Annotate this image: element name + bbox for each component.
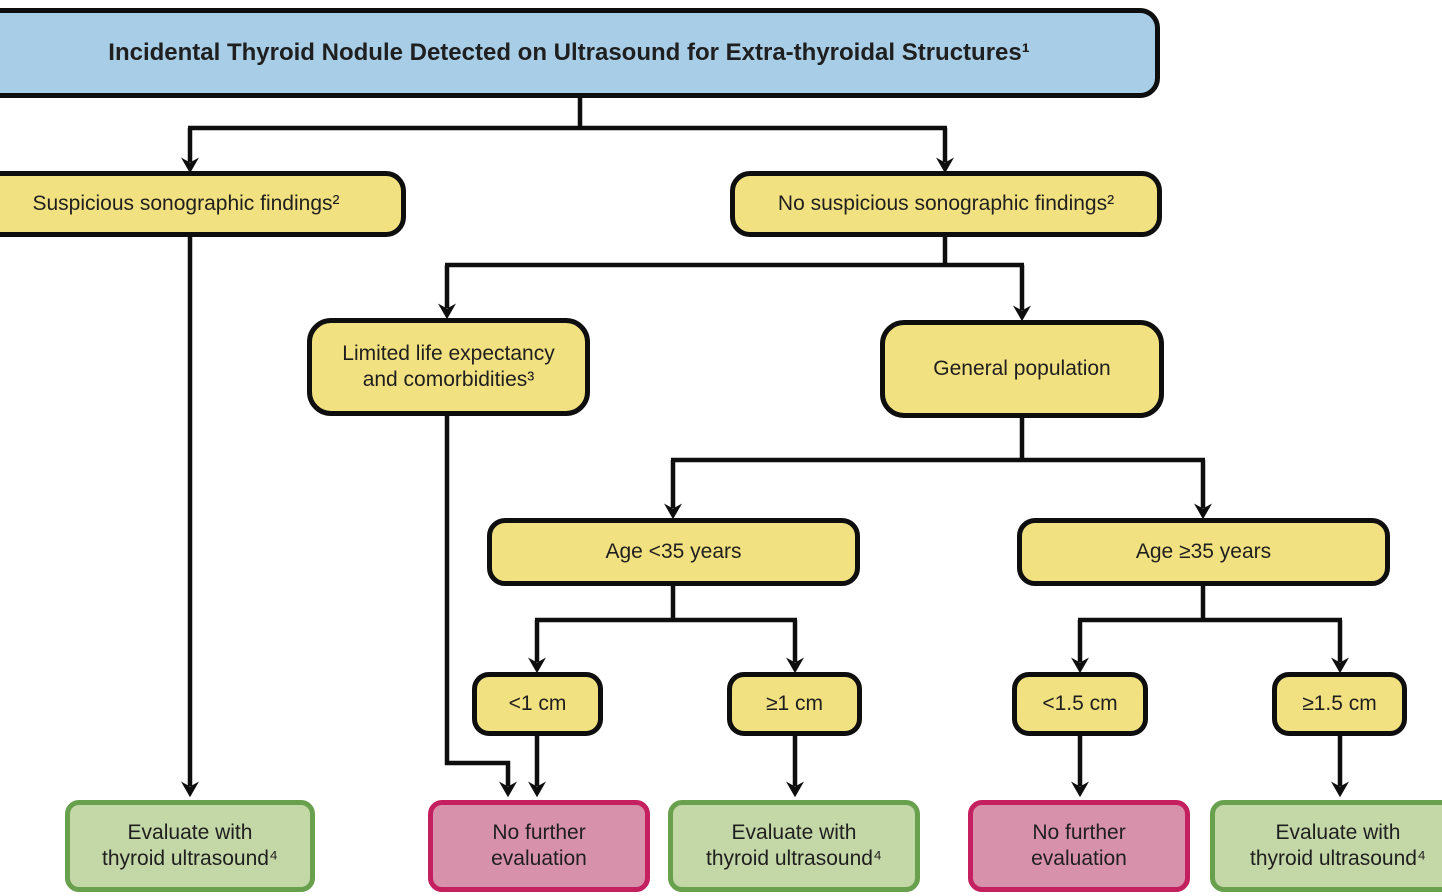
node-outcome-no-further-evaluation-1: No further evaluation xyxy=(428,800,650,892)
node-general-population-label: General population xyxy=(933,356,1111,380)
node-under-1-5cm: <1.5 cm xyxy=(1012,672,1148,736)
node-outcome-evaluate-ultrasound-3: Evaluate with thyroid ultrasound⁴ xyxy=(1210,800,1442,892)
node-under-1cm-label: <1 cm xyxy=(508,691,567,715)
node-1-5cm-and-over-label: ≥1.5 cm xyxy=(1302,691,1377,715)
node-under-1cm: <1 cm xyxy=(472,672,603,736)
node-outcome-evaluate-ultrasound-1-label: Evaluate with thyroid ultrasound⁴ xyxy=(102,820,278,870)
edge-limited-life-to-no-further xyxy=(444,414,517,798)
node-outcome-no-further-evaluation-2-label: No further evaluation xyxy=(1031,820,1127,870)
node-title-label: Incidental Thyroid Nodule Detected on Ul… xyxy=(108,39,1030,66)
node-suspicious-findings-label: Suspicious sonographic findings² xyxy=(32,191,340,215)
node-outcome-evaluate-ultrasound-1: Evaluate with thyroid ultrasound⁴ xyxy=(65,800,315,892)
node-suspicious-findings: Suspicious sonographic findings² xyxy=(0,171,406,237)
node-limited-life-expectancy: Limited life expectancy and comorbiditie… xyxy=(307,318,590,416)
node-1cm-and-over-label: ≥1 cm xyxy=(765,691,824,715)
node-limited-life-expectancy-label: Limited life expectancy and comorbiditie… xyxy=(342,341,555,391)
node-no-suspicious-findings-label: No suspicious sonographic findings² xyxy=(777,191,1115,215)
node-under-1-5cm-label: <1.5 cm xyxy=(1042,691,1118,715)
node-outcome-evaluate-ultrasound-2: Evaluate with thyroid ultrasound⁴ xyxy=(668,800,920,892)
node-outcome-evaluate-ultrasound-3-label: Evaluate with thyroid ultrasound⁴ xyxy=(1250,820,1426,870)
node-age-35-and-over-label: Age ≥35 years xyxy=(1135,539,1272,563)
node-outcome-no-further-evaluation-1-label: No further evaluation xyxy=(491,820,587,870)
node-1-5cm-and-over: ≥1.5 cm xyxy=(1272,672,1407,736)
node-age-under-35-label: Age <35 years xyxy=(605,539,742,563)
node-age-under-35: Age <35 years xyxy=(487,518,860,586)
node-title: Incidental Thyroid Nodule Detected on Ul… xyxy=(0,8,1160,98)
node-outcome-evaluate-ultrasound-2-label: Evaluate with thyroid ultrasound⁴ xyxy=(706,820,882,870)
node-1cm-and-over: ≥1 cm xyxy=(727,672,862,736)
node-outcome-no-further-evaluation-2: No further evaluation xyxy=(968,800,1190,892)
node-age-35-and-over: Age ≥35 years xyxy=(1017,518,1390,586)
node-no-suspicious-findings: No suspicious sonographic findings² xyxy=(730,171,1162,237)
node-general-population: General population xyxy=(880,320,1164,418)
